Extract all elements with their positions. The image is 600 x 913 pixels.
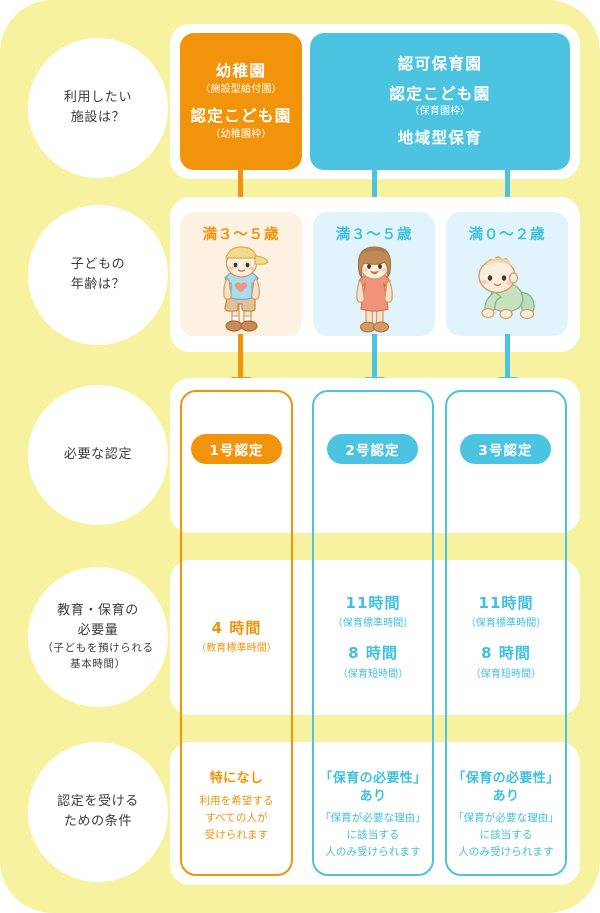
kindergarten-name: 幼稚園 [215,62,267,81]
age-label-baby: 満０〜２歳 [468,227,546,243]
kindergarten-name-note: （施設型給付園） [200,84,282,95]
hours-3-big-2: 8 時間 [481,644,531,662]
conditions-cell-2: 「保育の必要性」あり 「保育が必要な理由」 に該当する 人のみ受けられます [313,742,433,875]
nursery-name2: 認定こども園 [389,84,491,103]
question-conditions-line2: ための条件 [63,814,133,829]
question-circle-conditions: 認定を受ける ための条件 [28,742,168,882]
hours-3-sub-1: （保育標準時間） [465,618,547,629]
conditions-2-line-3: 人のみ受けられます [325,846,421,859]
hours-cell-1: 4 時間 （教育標準時間） [182,560,291,715]
question-hours-line1: 教育・保育の [57,603,139,619]
arrow-stem-kindergarten [238,160,243,204]
conditions-3-line-1: 「保育が必要な理由」 [452,812,560,825]
kindergarten-name2: 認定こども園 [190,107,292,125]
question-conditions-line1: 認定を受ける [57,793,139,809]
badge-certification-2[interactable]: 2号認定 [327,434,418,464]
age-card-boy[interactable]: 満３〜５歳 [180,212,302,336]
question-age-line1: 子どもの [70,256,126,272]
conditions-2-line-1: 「保育が必要な理由」 [319,812,427,825]
hours-1-sub-1: （教育標準時間） [196,643,277,655]
badge-certification-3[interactable]: 3号認定 [460,434,551,464]
column-box-3[interactable] [445,390,567,876]
row-hours-panel [170,560,580,715]
column-box-1[interactable] [180,390,293,876]
conditions-3-line-2: に該当する [479,829,533,842]
hours-2-big-1: 11時間 [345,593,401,612]
conditions-cell-3: 「保育の必要性」あり 「保育が必要な理由」 に該当する 人のみ受けられます [446,742,566,875]
question-facility-line1: 利用したい [63,89,133,105]
conditions-1-line-3: 受けられます [204,828,269,841]
arrow-stem-nursery-1 [372,160,377,204]
row-conditions-panel [170,742,580,885]
arrow-stem-age-girl [372,334,377,378]
hours-1-big-1: 4 時間 [211,618,262,637]
question-hours-sub2: 基本時間） [70,658,126,671]
facility-card-nursery[interactable]: 認可保育園 認定こども園 （保育園枠） 地域型保育 [310,33,570,170]
facility-card-kindergarten[interactable]: 幼稚園 （施設型給付園） 認定こども園 （幼稚園枠） [180,33,302,170]
badge-certification-1[interactable]: 1号認定 [191,434,282,464]
hours-3-sub-2: （保育短時間） [470,668,542,680]
conditions-1-line-2: すべての人が [205,811,268,824]
question-circle-age: 子どもの 年齢は？ [28,205,168,345]
age-card-baby[interactable]: 満０〜２歳 [446,212,568,336]
arrow-stem-age-baby [505,334,510,378]
conditions-1-title: 特になし [209,771,264,786]
question-hours-sub1: （子どもを預けられる [42,642,154,655]
conditions-2-title: 「保育の必要性」あり [319,771,427,804]
age-card-girl[interactable]: 満３〜５歳 [313,212,435,336]
column-box-2[interactable] [312,390,434,876]
question-circle-certification: 必要な認定 [28,385,168,525]
age-label-girl: 満３〜５歳 [335,227,413,243]
age-label-boy: 満３〜５歳 [202,227,280,243]
kindergarten-name2-note: （幼稚園枠） [210,128,272,140]
arrow-stem-nursery-2 [505,160,510,204]
hours-2-sub-1: （保育標準時間） [332,618,414,629]
boy-icon [202,246,280,334]
baby-icon [465,254,549,326]
hours-3-big-1: 11時間 [478,593,534,612]
question-facility-line2: 施設は？ [70,110,126,125]
hours-cell-3: 11時間 （保育標準時間） 8 時間 （保育短時間） [447,560,565,715]
girl-icon [335,246,413,334]
question-circle-facility: 利用したい 施設は？ [28,38,168,178]
question-age-line2: 年齢は？ [70,277,126,292]
nursery-name: 認可保育園 [397,54,483,73]
nursery-name3: 地域型保育 [397,129,483,148]
conditions-cell-1: 特になし 利用を希望する すべての人が 受けられます [182,742,291,875]
conditions-3-line-3: 人のみ受けられます [458,846,554,859]
hours-cell-2: 11時間 （保育標準時間） 8 時間 （保育短時間） [314,560,432,715]
question-hours-line2: 必要量 [77,623,119,639]
hours-2-big-2: 8 時間 [348,644,398,662]
hours-2-sub-2: （保育短時間） [337,668,409,680]
question-circle-hours: 教育・保育の 必要量 （子どもを預けられる 基本時間） [28,567,168,707]
conditions-2-line-2: に該当する [346,829,400,842]
arrow-stem-age-boy [238,334,243,378]
conditions-3-title: 「保育の必要性」あり [452,771,560,804]
question-certification-line1: 必要な認定 [63,446,133,462]
conditions-1-line-1: 利用を希望する [199,794,274,807]
nursery-name2-note: （保育園枠） [409,106,471,118]
